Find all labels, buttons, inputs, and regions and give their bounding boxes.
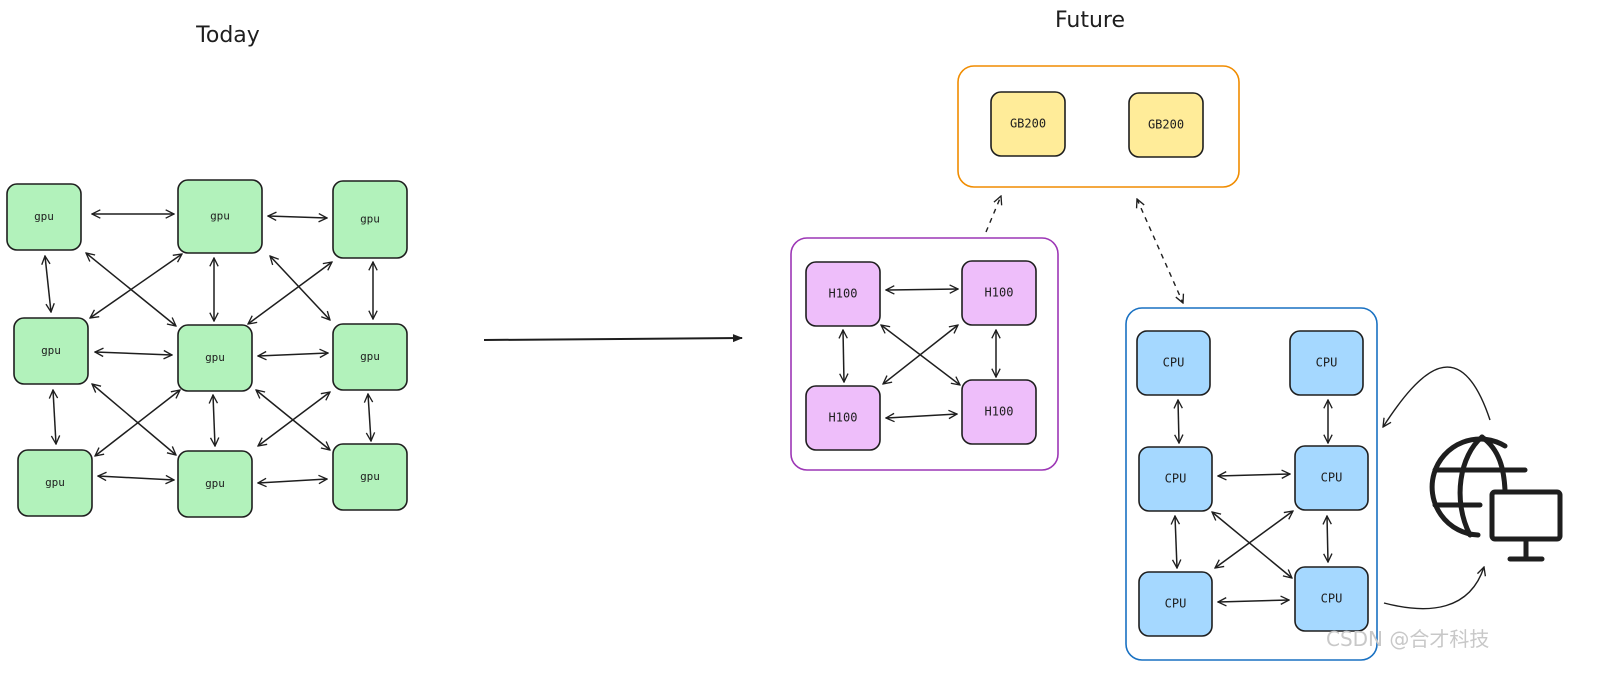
gpu-link-16 — [95, 390, 180, 456]
watermark: CSDN @合才科技 — [1326, 627, 1489, 651]
cpu-node-1: CPU — [1136, 330, 1211, 396]
gpu-link-15 — [92, 384, 176, 455]
gpu-link-19 — [98, 476, 174, 480]
cpu-nodes: CPU CPU CPU CPU CPU CPU — [1136, 330, 1369, 637]
gpu-node-9: gpu — [332, 443, 408, 511]
cpu-group — [1125, 307, 1378, 661]
gpu-node-1: gpu — [6, 183, 82, 251]
gpu-node-8-label: gpu — [205, 477, 225, 490]
h100-node-1-label: H100 — [829, 287, 858, 301]
cpu-node-3: CPU — [1138, 446, 1213, 512]
cpu-node-6-label: CPU — [1321, 592, 1343, 606]
h100-node-3: H100 — [805, 385, 881, 451]
gb200-group — [957, 65, 1240, 188]
cpu-node-6: CPU — [1294, 566, 1369, 632]
gpu-node-6: gpu — [332, 323, 408, 391]
cpu-node-5: CPU — [1138, 571, 1213, 637]
gb200-nodes: GB200 GB200 — [990, 91, 1204, 158]
gpu-link-2 — [268, 216, 327, 218]
gpu-node-6-label: gpu — [360, 350, 380, 363]
future-link-11 — [1327, 516, 1328, 562]
gpu-link-12 — [90, 254, 182, 318]
gpu-mesh: gpu gpu gpu gpu gpu gpu gpu gpu gpu — [6, 179, 408, 518]
gb200-node-1-label: GB200 — [1010, 117, 1046, 131]
future-link-1 — [886, 289, 958, 290]
cpu-node-5-label: CPU — [1165, 597, 1187, 611]
globe-to-cpu-link — [1383, 366, 1491, 427]
cpu-node-4-label: CPU — [1321, 471, 1343, 485]
future-link-14 — [1215, 511, 1293, 568]
gpu-node-5-label: gpu — [205, 351, 225, 364]
gb200-node-2-label: GB200 — [1148, 118, 1184, 132]
future-link-10 — [1175, 516, 1177, 568]
gpu-node-1-label: gpu — [34, 210, 54, 223]
gpu-node-4: gpu — [13, 317, 89, 385]
gpu-link-13 — [270, 256, 330, 320]
gpu-link-20 — [258, 479, 327, 483]
future-link-9 — [1218, 474, 1290, 476]
gpu-link-10 — [368, 394, 371, 441]
cpu-to-globe-link — [1383, 567, 1484, 610]
gpu-node-7-label: gpu — [45, 476, 65, 489]
future-link-13 — [1212, 512, 1292, 578]
gpu-link-6 — [95, 352, 172, 355]
gpu-node-3-label: gpu — [360, 213, 380, 226]
future-link-7 — [1178, 400, 1179, 443]
gpu-node-2-label: gpu — [210, 210, 230, 223]
future-link-6 — [883, 325, 958, 384]
cpu-node-2: CPU — [1289, 330, 1364, 396]
arrow-right-icon — [483, 334, 743, 343]
cpu-node-1-label: CPU — [1163, 356, 1185, 370]
h100-node-4: H100 — [961, 379, 1037, 445]
gb200-node-2: GB200 — [1128, 92, 1204, 158]
gpu-link-18 — [258, 392, 330, 446]
h100-node-3-label: H100 — [829, 411, 858, 425]
cpu-node-4: CPU — [1294, 445, 1369, 511]
gb200-to-cpu-link — [1137, 199, 1183, 303]
future-title: Future — [1055, 8, 1125, 33]
gpu-link-8 — [53, 390, 56, 444]
gpu-link-14 — [248, 262, 332, 324]
h100-node-2-label: H100 — [985, 286, 1014, 300]
gpu-node-2: gpu — [177, 179, 263, 254]
gpu-node-8: gpu — [177, 450, 253, 518]
gpu-node-7: gpu — [17, 449, 93, 517]
gpu-node-5: gpu — [177, 324, 253, 392]
gpu-mesh-links — [45, 214, 373, 483]
globe-monitor-icon — [1429, 434, 1563, 562]
h100-node-1: H100 — [805, 261, 881, 327]
gpu-link-9 — [213, 395, 215, 446]
future-link-3 — [843, 330, 844, 382]
h100-node-4-label: H100 — [985, 405, 1014, 419]
future-link-2 — [886, 414, 957, 418]
cpu-node-2-label: CPU — [1316, 356, 1338, 370]
h100-to-gb200-link — [985, 196, 1001, 233]
gpu-link-3 — [45, 256, 51, 312]
gpu-node-9-label: gpu — [360, 470, 380, 483]
h100-group — [790, 237, 1059, 471]
future-link-12 — [1218, 600, 1289, 602]
gpu-node-4-label: gpu — [41, 344, 61, 357]
gpu-node-3: gpu — [332, 180, 408, 259]
today-title: Today — [195, 23, 260, 48]
cpu-node-3-label: CPU — [1165, 472, 1187, 486]
gb200-node-1: GB200 — [990, 91, 1066, 157]
future-links — [843, 289, 1328, 602]
gpu-link-7 — [258, 353, 328, 356]
h100-node-2: H100 — [961, 260, 1037, 326]
